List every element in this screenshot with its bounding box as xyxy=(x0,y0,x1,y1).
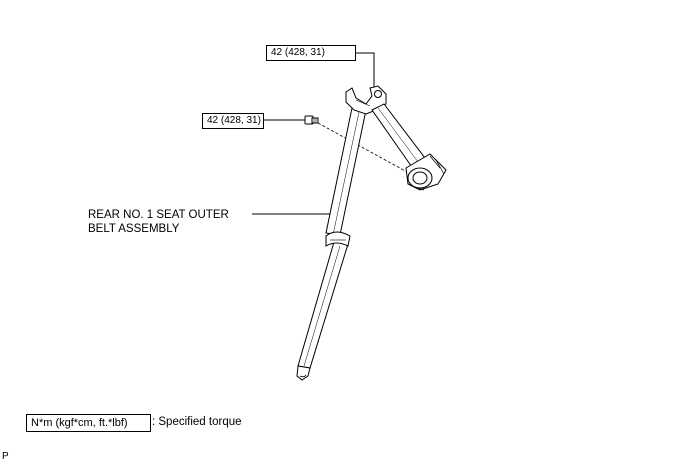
belt-tongue-end xyxy=(296,365,311,381)
upper-torque-label: 42 (428, 31) xyxy=(266,45,356,61)
retractor xyxy=(405,153,447,191)
install-dashed-line xyxy=(317,122,419,179)
lower-torque-label: 42 (428, 31) xyxy=(202,113,264,129)
upper-anchor xyxy=(345,85,387,115)
part-label: REAR NO. 1 SEAT OUTER BELT ASSEMBLY xyxy=(88,208,229,236)
legend-description: : Specified torque xyxy=(152,416,242,428)
part-label-line1: REAR NO. 1 SEAT OUTER xyxy=(88,209,229,221)
upper-torque-leader xyxy=(355,52,375,88)
belt-guide xyxy=(325,231,351,247)
legend-unit-box: N*m (kgf*cm, ft.*lbf) xyxy=(26,414,151,432)
corner-code: P xyxy=(2,451,9,462)
bolt-icon xyxy=(304,115,319,125)
part-label-line2: BELT ASSEMBLY xyxy=(88,223,180,235)
